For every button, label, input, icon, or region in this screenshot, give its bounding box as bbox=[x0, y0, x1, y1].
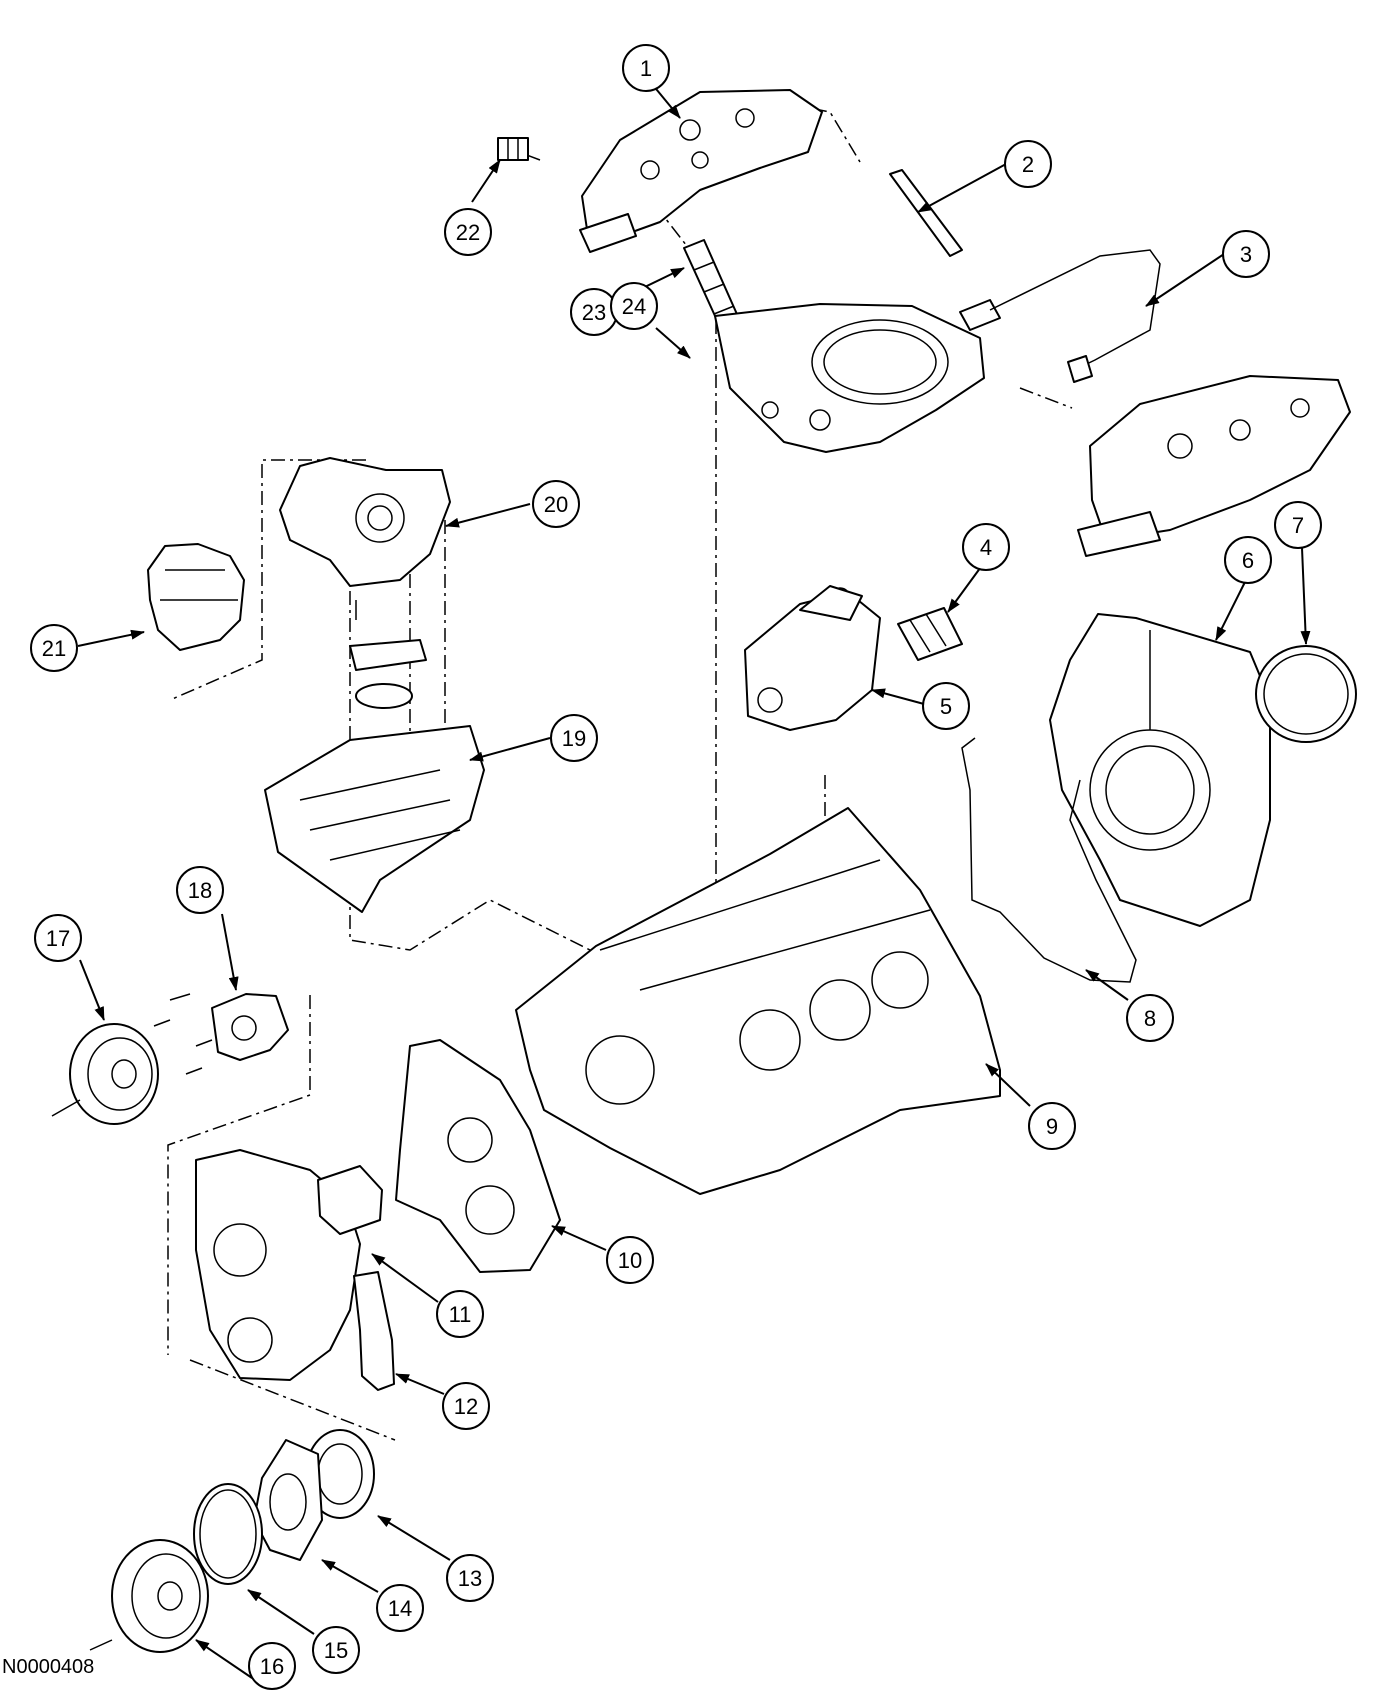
part-9-engine-block bbox=[515, 807, 1001, 1195]
part-5-hpop bbox=[744, 585, 881, 731]
callout-21: 21 bbox=[30, 624, 78, 672]
callout-7: 7 bbox=[1274, 501, 1322, 549]
part-1-upper-manifold bbox=[579, 89, 823, 253]
svg-text:18: 18 bbox=[188, 878, 212, 903]
svg-text:14: 14 bbox=[388, 1596, 412, 1621]
svg-text:22: 22 bbox=[456, 220, 480, 245]
callout-15: 15 bbox=[312, 1626, 360, 1674]
part-15-o-ring bbox=[193, 1483, 263, 1585]
part-21-filter-cover bbox=[147, 543, 245, 651]
part-4-sensor bbox=[897, 607, 963, 661]
part-17-pulley bbox=[69, 1023, 159, 1125]
svg-text:19: 19 bbox=[562, 726, 586, 751]
oil-cooler-parts bbox=[349, 639, 427, 709]
leader-arrows bbox=[77, 83, 1311, 1679]
part-7-seal bbox=[1255, 645, 1357, 743]
bolts bbox=[51, 600, 357, 1651]
part-24-intake-plenum bbox=[714, 303, 985, 453]
lower-manifold-right bbox=[1077, 375, 1351, 557]
part-12-hose bbox=[353, 1271, 395, 1391]
callout-20: 20 bbox=[532, 480, 580, 528]
part-16-damper bbox=[111, 1539, 209, 1653]
svg-text:3: 3 bbox=[1240, 242, 1252, 267]
svg-text:8: 8 bbox=[1144, 1006, 1156, 1031]
svg-text:2: 2 bbox=[1022, 152, 1034, 177]
svg-text:10: 10 bbox=[618, 1248, 642, 1273]
callout-3: 3 bbox=[1222, 230, 1270, 278]
svg-text:15: 15 bbox=[324, 1638, 348, 1663]
part-3-harness bbox=[959, 249, 1161, 383]
part-8-wire-harness bbox=[961, 737, 1137, 983]
callout-4: 4 bbox=[962, 523, 1010, 571]
callout-24: 24 bbox=[610, 282, 658, 330]
svg-text:1: 1 bbox=[640, 56, 652, 81]
callout-22: 22 bbox=[444, 208, 492, 256]
svg-text:20: 20 bbox=[544, 492, 568, 517]
callout-18: 18 bbox=[176, 866, 224, 914]
part-22-fitting bbox=[497, 137, 529, 161]
svg-text:16: 16 bbox=[260, 1654, 284, 1679]
svg-text:21: 21 bbox=[42, 636, 66, 661]
part-6-rear-cover bbox=[1049, 613, 1271, 927]
callout-19: 19 bbox=[550, 714, 598, 762]
callout-2: 2 bbox=[1004, 140, 1052, 188]
callout-6: 6 bbox=[1224, 536, 1272, 584]
callout-16: 16 bbox=[248, 1642, 296, 1690]
callout-23: 23 bbox=[570, 288, 618, 336]
svg-text:7: 7 bbox=[1292, 513, 1304, 538]
svg-text:13: 13 bbox=[458, 1566, 482, 1591]
reference-code: N0000408 bbox=[2, 1656, 95, 1678]
svg-text:5: 5 bbox=[940, 694, 952, 719]
svg-text:4: 4 bbox=[980, 535, 992, 560]
callout-12: 12 bbox=[442, 1382, 490, 1430]
svg-text:11: 11 bbox=[449, 1302, 472, 1327]
callout-17: 17 bbox=[34, 914, 82, 962]
svg-text:9: 9 bbox=[1046, 1114, 1058, 1139]
callout-11: 11 bbox=[436, 1290, 484, 1338]
callout-14: 14 bbox=[376, 1584, 424, 1632]
callout-13: 13 bbox=[446, 1554, 494, 1602]
part-10-front-gasket bbox=[395, 1039, 561, 1273]
part-18-water-pump bbox=[211, 993, 289, 1061]
callout-10: 10 bbox=[606, 1236, 654, 1284]
part-11-front-cover bbox=[195, 1149, 383, 1381]
callout-9: 9 bbox=[1028, 1102, 1076, 1150]
callout-8: 8 bbox=[1126, 994, 1174, 1042]
callout-5: 5 bbox=[922, 682, 970, 730]
svg-text:24: 24 bbox=[622, 294, 646, 319]
part-14-seal-housing bbox=[253, 1439, 323, 1561]
svg-text:12: 12 bbox=[454, 1394, 478, 1419]
part-20-oil-cooler-housing bbox=[279, 457, 451, 587]
callout-1: 1 bbox=[622, 44, 670, 92]
part-2-tube bbox=[889, 169, 963, 257]
svg-text:6: 6 bbox=[1242, 548, 1254, 573]
svg-text:17: 17 bbox=[46, 926, 70, 951]
part-19-valley-housing bbox=[264, 725, 485, 913]
svg-text:23: 23 bbox=[582, 300, 606, 325]
callouts: 1 2 3 4 5 6 7 8 9 10 11 12 13 14 15 16 1… bbox=[30, 44, 1322, 1690]
